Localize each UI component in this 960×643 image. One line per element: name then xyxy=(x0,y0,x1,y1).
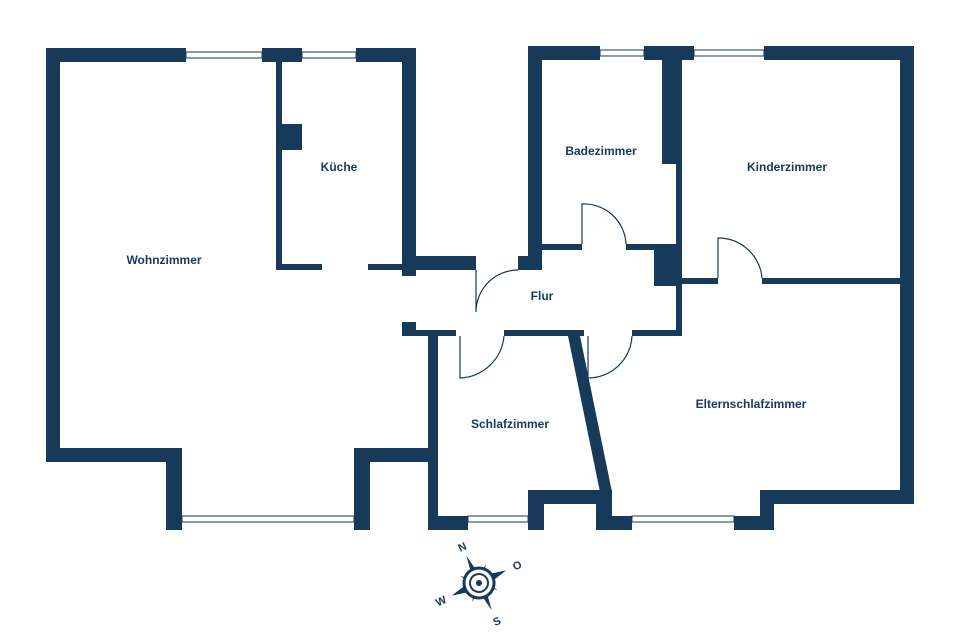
room-label-kinderzimmer: Kinderzimmer xyxy=(747,160,827,174)
wall-segment xyxy=(528,46,542,270)
door-swing xyxy=(475,269,519,313)
walls xyxy=(46,46,914,530)
wall-segment xyxy=(402,48,416,276)
wall-segment xyxy=(368,264,408,270)
wall-segment xyxy=(762,278,914,284)
window xyxy=(467,515,529,523)
window xyxy=(693,49,765,57)
wall-diagonal xyxy=(568,336,612,492)
wall-segment xyxy=(596,516,632,530)
wall-segment xyxy=(356,48,416,62)
wall-segment xyxy=(46,48,60,462)
wall-segment xyxy=(504,330,584,336)
wall-segment xyxy=(402,256,476,270)
compass-north: N xyxy=(456,541,468,555)
window xyxy=(301,51,357,59)
wall-segment xyxy=(764,46,914,60)
wall-segment xyxy=(276,264,322,270)
door-swing xyxy=(581,203,627,245)
room-label-kueche: Küche xyxy=(321,160,358,174)
wall-segment xyxy=(654,244,682,286)
wall-segment xyxy=(676,278,718,284)
wall-segment xyxy=(354,448,370,530)
wall-segment xyxy=(632,330,682,336)
window xyxy=(185,51,263,59)
wall-segment xyxy=(760,490,914,504)
door-swing xyxy=(717,237,763,279)
window xyxy=(631,515,735,523)
wall-segment xyxy=(46,448,180,462)
wall-segment xyxy=(528,490,608,504)
compass-east: O xyxy=(511,559,524,574)
wall-segment xyxy=(354,448,436,462)
room-label-elternschlafzimmer: Elternschlafzimmer xyxy=(696,397,807,411)
wall-segment xyxy=(542,244,582,250)
wall-segment xyxy=(662,46,682,164)
room-label-flur: Flur xyxy=(531,289,554,303)
wall-segment xyxy=(900,48,914,504)
windows xyxy=(181,49,765,523)
window xyxy=(181,515,355,523)
wall-segment xyxy=(428,516,468,530)
wall-segment xyxy=(676,278,682,336)
door-swing xyxy=(587,335,633,379)
door-swing xyxy=(459,335,505,379)
wall-segment xyxy=(528,46,600,60)
wall-segment xyxy=(276,62,282,270)
wall-segment xyxy=(166,448,182,530)
compass-rose: N O S W xyxy=(434,541,524,629)
wall-segment xyxy=(428,330,438,530)
compass-south: S xyxy=(491,615,503,629)
compass-west: W xyxy=(434,594,449,610)
wall-segment xyxy=(262,48,302,62)
wall-segment xyxy=(46,48,186,62)
wall-segment xyxy=(282,124,302,150)
room-label-wohnzimmer: Wohnzimmer xyxy=(126,253,201,267)
window xyxy=(599,49,645,57)
wall-segment xyxy=(676,160,682,260)
room-label-schlafzimmer: Schlafzimmer xyxy=(471,417,549,431)
doors xyxy=(459,203,763,379)
room-label-badezimmer: Badezimmer xyxy=(565,144,637,158)
